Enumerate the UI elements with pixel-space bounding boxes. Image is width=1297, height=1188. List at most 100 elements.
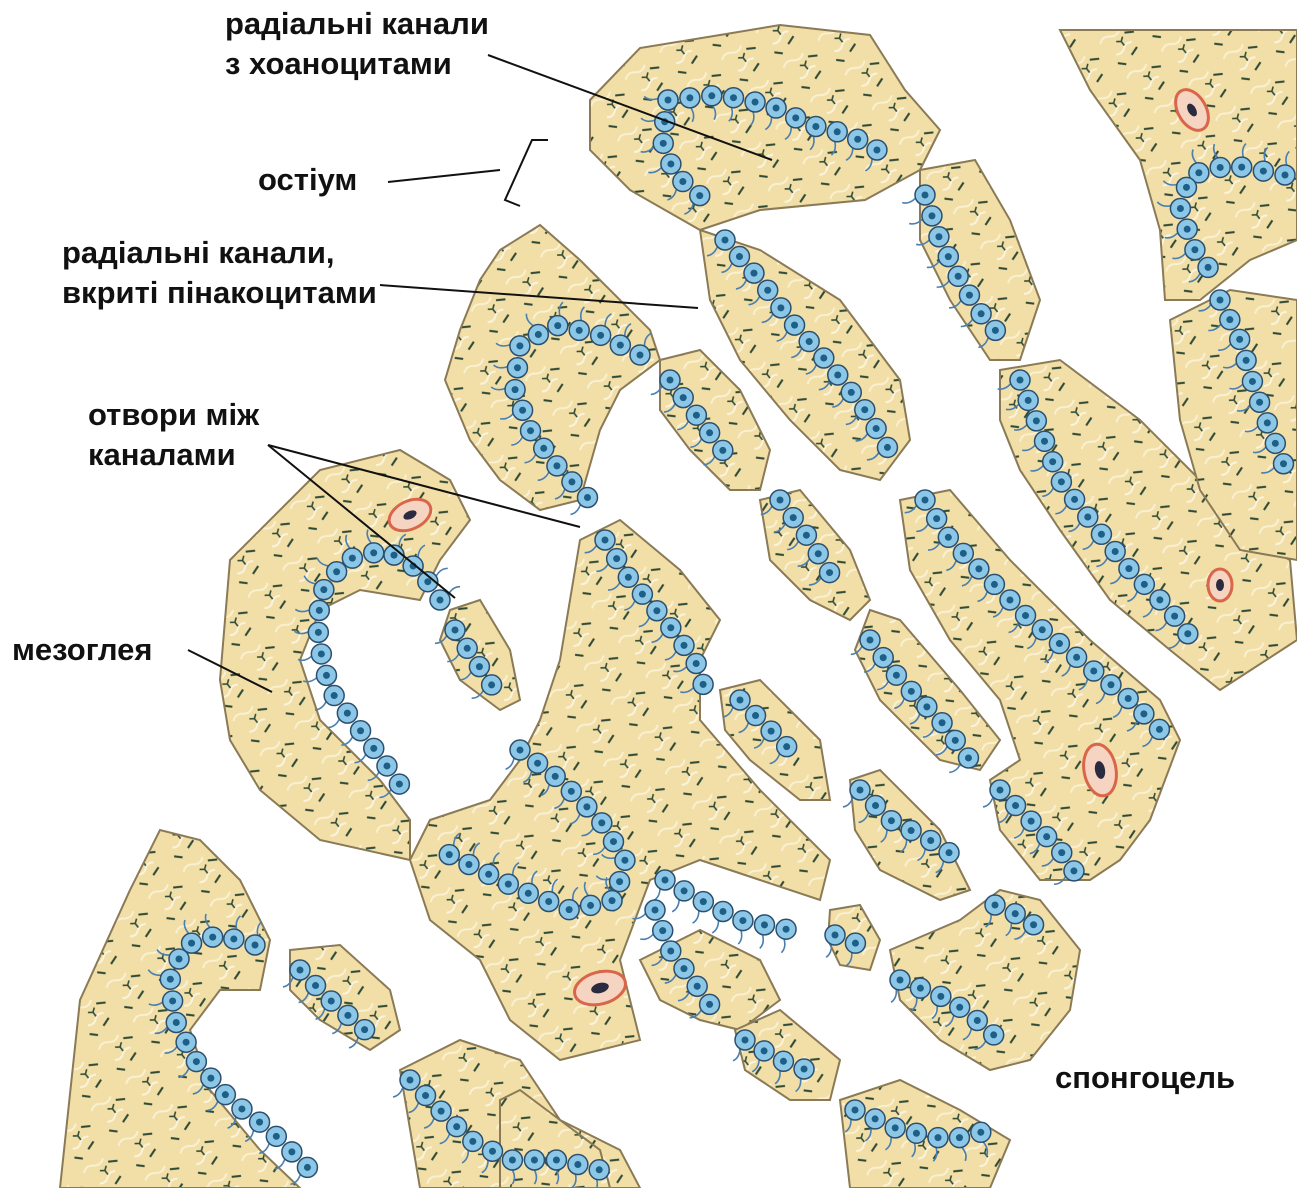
choanocyte-nucleus — [553, 462, 560, 469]
choanocyte-flagellum — [393, 1087, 403, 1097]
choanocyte-nucleus — [1195, 169, 1202, 176]
choanocyte-nucleus — [193, 1058, 200, 1065]
choanocyte-nucleus — [922, 497, 929, 504]
choanocyte-flagellum — [891, 989, 896, 1002]
choanocyte-nucleus — [316, 607, 323, 614]
choanocyte-nucleus — [597, 332, 604, 339]
label-radial-pinacocyte-line2: вкриті пінакоцитами — [62, 273, 377, 313]
choanocyte-nucleus — [1184, 630, 1191, 637]
choanocyte-nucleus — [396, 781, 403, 788]
choanocyte-flagellum — [826, 944, 831, 957]
choanocyte-nucleus — [446, 851, 453, 858]
choanocyte-nucleus — [469, 1138, 476, 1145]
choanocyte-nucleus — [596, 1166, 603, 1173]
choanocyte-nucleus — [1033, 417, 1040, 424]
choanocyte-nucleus — [1112, 548, 1119, 555]
label-radial-pinacocyte-canals: радіальні канали, вкриті пінакоцитами — [62, 233, 377, 313]
choanocyte-nucleus — [935, 1134, 942, 1141]
choanocyte-nucleus — [667, 377, 674, 384]
choanocyte-nucleus — [992, 327, 999, 334]
choanocyte-nucleus — [852, 1107, 859, 1114]
choanocyte-nucleus — [722, 237, 729, 244]
choanocyte-nucleus — [1217, 297, 1224, 304]
choanocyte-nucleus — [848, 389, 855, 396]
choanocyte-nucleus — [188, 940, 195, 947]
choanocyte-nucleus — [516, 342, 523, 349]
choanocyte-nucleus — [1256, 399, 1263, 406]
choanocyte-nucleus — [700, 681, 707, 688]
choanocyte-nucleus — [1025, 397, 1032, 404]
choanocyte-nucleus — [464, 645, 471, 652]
choanocyte-flagellum — [693, 911, 699, 924]
choanocyte-nucleus — [173, 1019, 180, 1026]
choanocyte-nucleus — [652, 907, 659, 914]
choanocyte-nucleus — [928, 212, 935, 219]
choanocyte-nucleus — [945, 253, 952, 260]
choanocyte-nucleus — [801, 1066, 808, 1073]
choanocyte-nucleus — [1071, 496, 1078, 503]
choanocyte-nucleus — [768, 728, 775, 735]
choanocyte-nucleus — [708, 92, 715, 99]
choanocyte-nucleus — [873, 146, 880, 153]
label-radial-choanocyte-line2: з хоаноцитами — [225, 44, 489, 84]
choanocyte-nucleus — [1022, 612, 1029, 619]
choanocyte-nucleus — [349, 555, 356, 562]
choanocyte-nucleus — [872, 1115, 879, 1122]
choanocyte-nucleus — [1017, 377, 1024, 384]
choanocyte-nucleus — [761, 921, 768, 928]
choanocyte-nucleus — [616, 878, 623, 885]
choanocyte-nucleus — [752, 712, 759, 719]
choanocyte-nucleus — [1098, 531, 1105, 538]
choanocyte-nucleus — [680, 394, 687, 401]
choanocyte-nucleus — [584, 494, 591, 501]
choanocyte-nucleus — [488, 681, 495, 688]
choanocyte-nucleus — [736, 253, 743, 260]
choanocyte-nucleus — [854, 136, 861, 143]
choanocyte-nucleus — [637, 352, 644, 359]
choanocyte-nucleus — [252, 942, 259, 949]
choanocyte-nucleus — [777, 497, 784, 504]
choanocyte-nucleus — [679, 178, 686, 185]
choanocyte-nucleus — [978, 310, 985, 317]
choanocyte-nucleus — [966, 292, 973, 299]
choanocyte-nucleus — [1012, 802, 1019, 809]
choanocyte-nucleus — [485, 871, 492, 878]
choanocyte-nucleus — [653, 607, 660, 614]
choanocyte-nucleus — [742, 1037, 749, 1044]
choanocyte-nucleus — [574, 1161, 581, 1168]
choanocyte-nucleus — [535, 331, 542, 338]
choanocyte-nucleus — [908, 688, 915, 695]
choanocyte-nucleus — [897, 977, 904, 984]
choanocyte-flagellum — [571, 505, 581, 515]
choanocyte-nucleus — [965, 754, 972, 761]
choanocyte-nucleus — [826, 569, 833, 576]
choanocyte-nucleus — [884, 444, 891, 451]
choanocyte-nucleus — [288, 1148, 295, 1155]
choanocyte-flagellum — [983, 797, 993, 807]
choanocyte-nucleus — [424, 578, 431, 585]
choanocyte-nucleus — [1249, 378, 1256, 385]
choanocyte-nucleus — [1183, 184, 1190, 191]
ostium-bracket — [505, 140, 548, 206]
choanocyte-nucleus — [304, 1164, 311, 1171]
choanocyte-nucleus — [1090, 668, 1097, 675]
choanocyte-nucleus — [773, 105, 780, 112]
choanocyte-nucleus — [361, 1026, 368, 1033]
choanocyte-nucleus — [512, 386, 519, 393]
choanocyte-nucleus — [820, 355, 827, 362]
choanocyte-nucleus — [1125, 565, 1132, 572]
choanocyte-nucleus — [1156, 726, 1163, 733]
choanocyte-nucleus — [700, 898, 707, 905]
choanocyte-nucleus — [370, 549, 377, 556]
choanocyte-nucleus — [617, 342, 624, 349]
choanocyte-nucleus — [169, 997, 176, 1004]
choanocyte-nucleus — [344, 1012, 351, 1019]
choanocyte-nucleus — [952, 737, 959, 744]
choanocyte-nucleus — [693, 412, 700, 419]
choanocyte-nucleus — [1205, 264, 1212, 271]
choanocyte-nucleus — [975, 565, 982, 572]
choanocyte-nucleus — [880, 654, 887, 661]
choanocyte-nucleus — [568, 478, 575, 485]
choanocyte-nucleus — [1039, 626, 1046, 633]
choanocyte-nucleus — [1107, 681, 1114, 688]
